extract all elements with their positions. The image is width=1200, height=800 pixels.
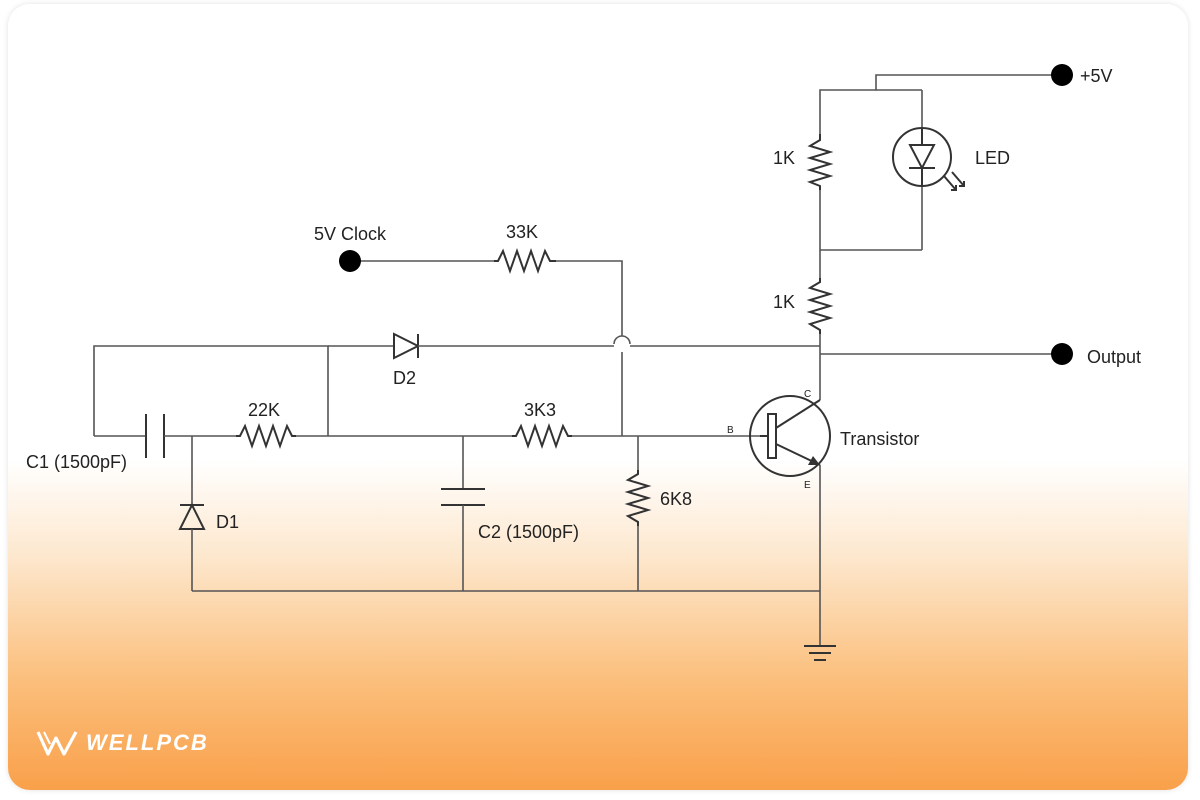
resistor-3k3-label: 3K3 (524, 400, 556, 420)
resistor-33k-label: 33K (506, 222, 538, 242)
resistor-3k3 (512, 422, 572, 450)
resistor-1k-mid (806, 278, 834, 334)
resistor-1k-mid-label: 1K (773, 292, 795, 312)
output-terminal (1051, 343, 1073, 365)
emitter-pin-label: E (804, 480, 811, 491)
brand-name: WELLPCB (86, 730, 209, 755)
base-pin-label: B (727, 425, 734, 436)
clock-label: 5V Clock (314, 224, 387, 244)
ground-symbol (804, 645, 836, 661)
resistor-1k-top (806, 134, 834, 190)
led-label: LED (975, 148, 1010, 168)
c1-label: C1 (1500pF) (26, 452, 127, 472)
resistor-6k8 (624, 470, 652, 526)
resistor-6k8-label: 6K8 (660, 489, 692, 509)
c2-label: C2 (1500pF) (478, 522, 579, 542)
resistor-22k (236, 422, 296, 450)
resistor-33k (494, 247, 556, 275)
resistor-22k-label: 22K (248, 400, 280, 420)
collector-pin-label: C (804, 389, 811, 400)
output-label: Output (1087, 347, 1141, 367)
clock-terminal (339, 250, 361, 272)
transistor-label: Transistor (840, 429, 919, 449)
wellpcb-logo: WELLPCB (36, 728, 209, 758)
diode-d1 (178, 502, 206, 530)
capacitor-c1 (145, 414, 165, 458)
d1-label: D1 (216, 512, 239, 532)
led-symbol (892, 127, 965, 191)
resistor-1k-top-label: 1K (773, 148, 795, 168)
diode-d2 (393, 332, 421, 360)
capacitor-c2 (441, 488, 485, 506)
supply-terminal (1051, 64, 1073, 86)
supply-label: +5V (1080, 66, 1113, 86)
npn-transistor (749, 395, 831, 591)
d2-label: D2 (393, 368, 416, 388)
wellpcb-logo-icon (36, 731, 78, 756)
diagram-card (8, 4, 1188, 790)
supply-wiring (819, 74, 1062, 278)
